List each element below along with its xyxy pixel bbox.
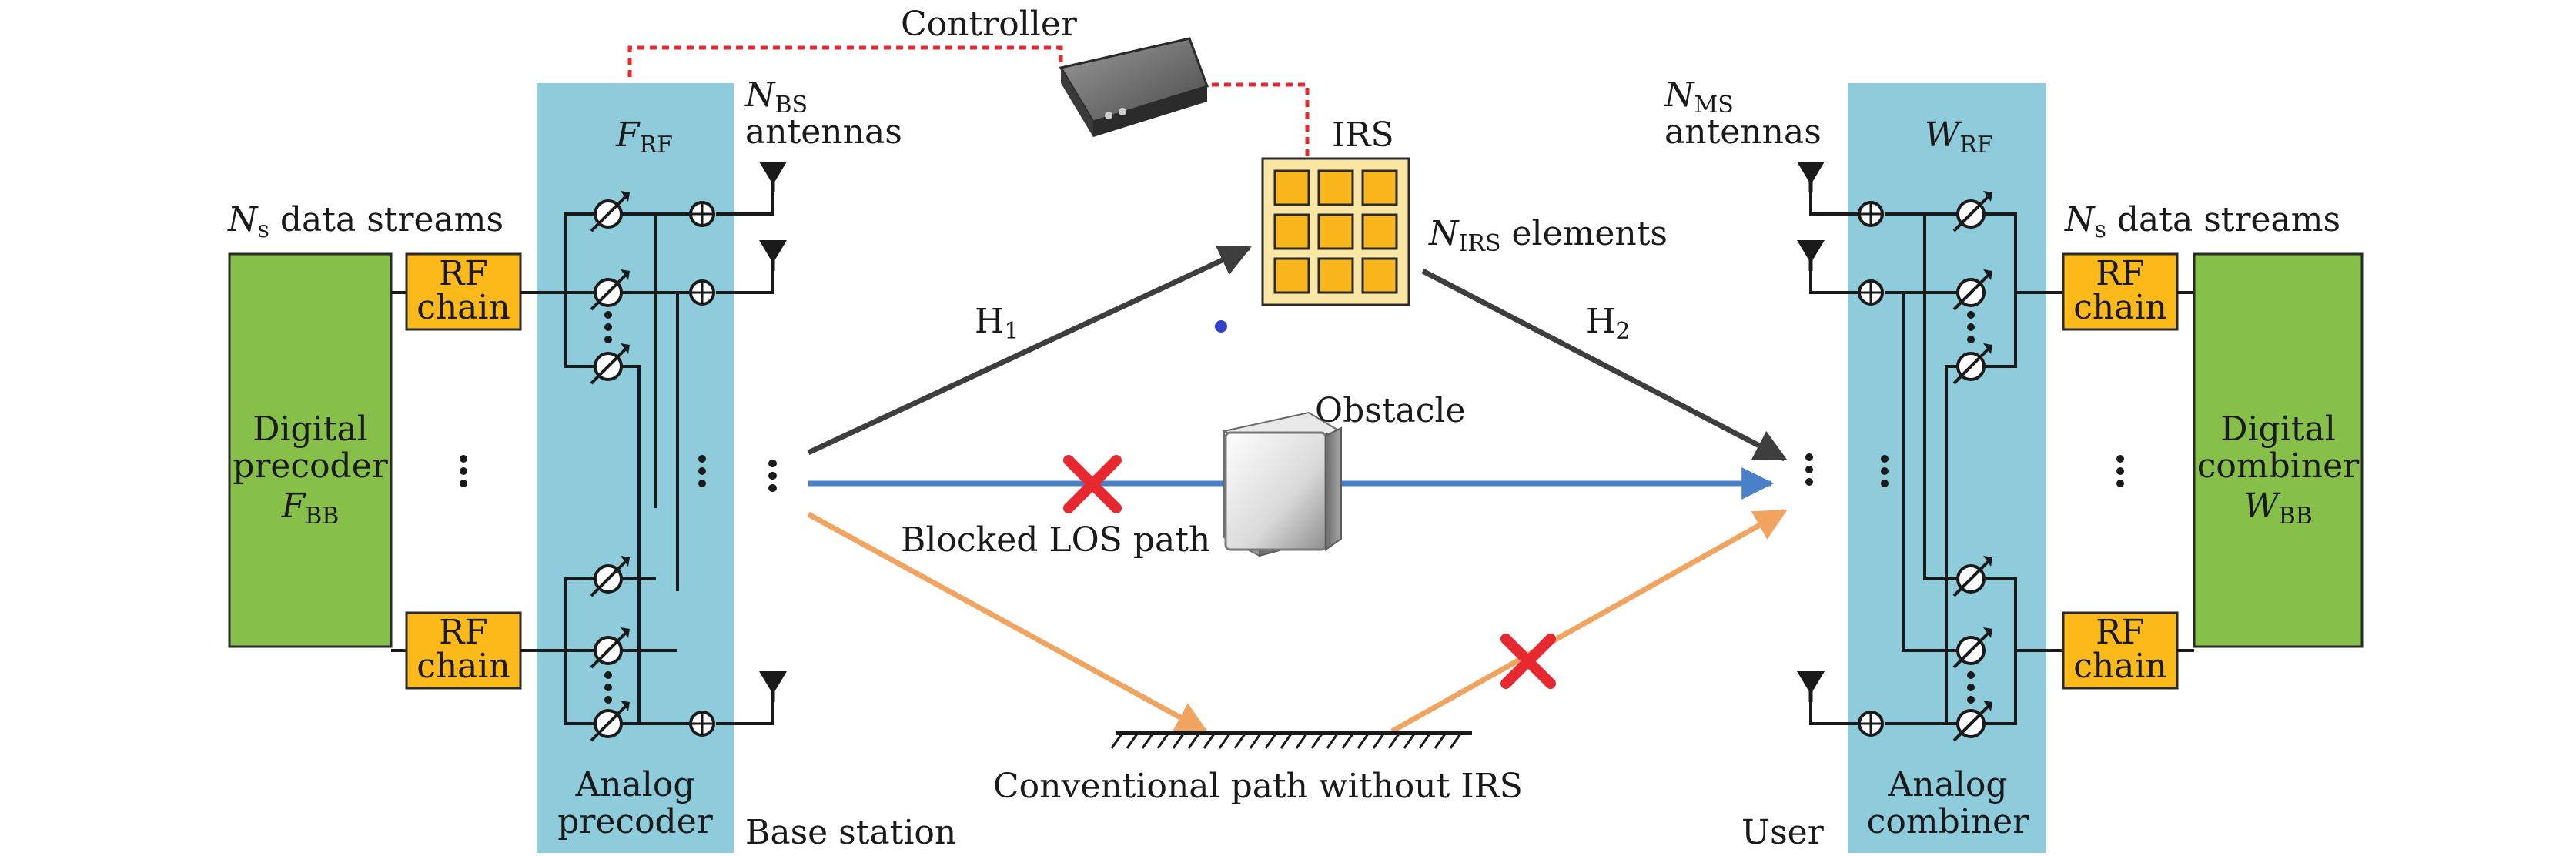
ground-reflector-icon [1110, 731, 1472, 749]
digital-combiner-wbb: WBB [2243, 487, 2312, 530]
ms-data-streams-label: Ns data streams [2064, 200, 2340, 243]
conventional-path-label: Conventional path without IRS [993, 767, 1523, 806]
ms-rf-top-line2: chain [2073, 288, 2167, 327]
ms-rf-chain-bottom: RF chain [2062, 611, 2194, 690]
bs-rf-bottom-line2: chain [417, 647, 510, 686]
blocked-los-label: Blocked LOS path [901, 520, 1210, 560]
bs-rf-bottom-line1: RF [439, 613, 488, 652]
h2-label: H2 [1586, 302, 1630, 345]
ms-ps-dots-bottom [1967, 671, 1975, 704]
obstacle-icon [1222, 411, 1342, 557]
obstacle-label: Obstacle [1315, 391, 1466, 430]
bs-rf-dots [460, 455, 467, 487]
bs-adder-dots [698, 455, 706, 487]
controller-link-bs [627, 45, 1063, 77]
antenna-icon [759, 240, 787, 271]
bs-rf-chain-bottom: RF chain [391, 611, 522, 690]
ms-ps-dots-top [1967, 311, 1975, 343]
bs-rf-top-line2: chain [417, 288, 510, 327]
antenna-icon [1797, 240, 1825, 271]
bs-antennas-label: NBS [744, 75, 808, 119]
antenna-icon [1797, 671, 1825, 702]
adder-icon [689, 711, 715, 737]
ms-rf-bottom-line2: chain [2073, 647, 2167, 686]
digital-precoder-line1: Digital [253, 410, 368, 449]
digital-combiner-line1: Digital [2220, 410, 2336, 449]
adder-icon [1858, 279, 1884, 306]
digital-precoder-box [228, 252, 393, 648]
digital-combiner-box [2193, 252, 2364, 648]
h1-path-arrow [807, 245, 1252, 456]
red-cross-icon [1500, 634, 1556, 689]
h1-label: H1 [975, 302, 1019, 345]
ms-rf-bottom-line1: RF [2096, 613, 2145, 652]
antenna-icon [1797, 162, 1825, 192]
analog-precoder-line1: Analog [574, 765, 694, 804]
analog-combiner-line2: combiner [1867, 802, 2029, 841]
bs-array-dots [768, 460, 776, 492]
digital-precoder-line2: precoder [233, 446, 389, 486]
digital-combiner-line2: combiner [2197, 446, 2360, 486]
adder-icon [1858, 711, 1884, 737]
ms-antennas-label-line2: antennas [1664, 112, 1822, 152]
ms-rf-dots [2116, 455, 2124, 487]
analog-combiner-line1: Analog [1887, 765, 2007, 804]
frf-label: FRF [615, 115, 673, 159]
adder-icon [1858, 201, 1884, 227]
adder-icon [689, 279, 715, 306]
analog-precoder-line2: precoder [557, 802, 714, 841]
irs-label: IRS [1332, 115, 1394, 155]
bs-ps-dots-bottom [604, 671, 612, 704]
antenna-icon [759, 671, 787, 702]
user-label: User [1741, 813, 1825, 852]
antenna-icon [759, 162, 787, 192]
red-cross-icon [1063, 455, 1122, 513]
bs-rf-chain-top: RF chain [391, 252, 522, 331]
adder-icon [689, 201, 715, 227]
orange-path-incident [807, 511, 1209, 734]
wrf-label: WRF [1925, 115, 1993, 159]
stray-dot [1215, 320, 1227, 333]
irs-elements-label: NIRS elements [1428, 214, 1668, 257]
ms-antennas-label: NMS [1664, 75, 1734, 119]
bs-ps-dots-top [604, 311, 612, 343]
ms-adder-dots [1881, 455, 1889, 487]
digital-precoder-fbb: FBB [281, 487, 340, 530]
h2-path-arrow [1421, 268, 1788, 462]
controller-label: Controller [901, 5, 1078, 44]
bs-antennas-label-line2: antennas [745, 112, 902, 152]
bs-rf-top-line1: RF [439, 254, 488, 293]
ms-rf-chain-top: RF chain [2062, 252, 2194, 331]
orange-path-reflected [1390, 508, 1788, 734]
irs-panel [1261, 157, 1410, 306]
bs-data-streams-label: Ns data streams [227, 200, 503, 243]
controller-group: Controller [627, 5, 1310, 157]
controller-device-icon [1059, 37, 1209, 137]
base-station-label: Base station [745, 813, 956, 852]
ms-antenna-dots [1805, 453, 1813, 486]
ms-rf-top-line1: RF [2096, 254, 2145, 293]
